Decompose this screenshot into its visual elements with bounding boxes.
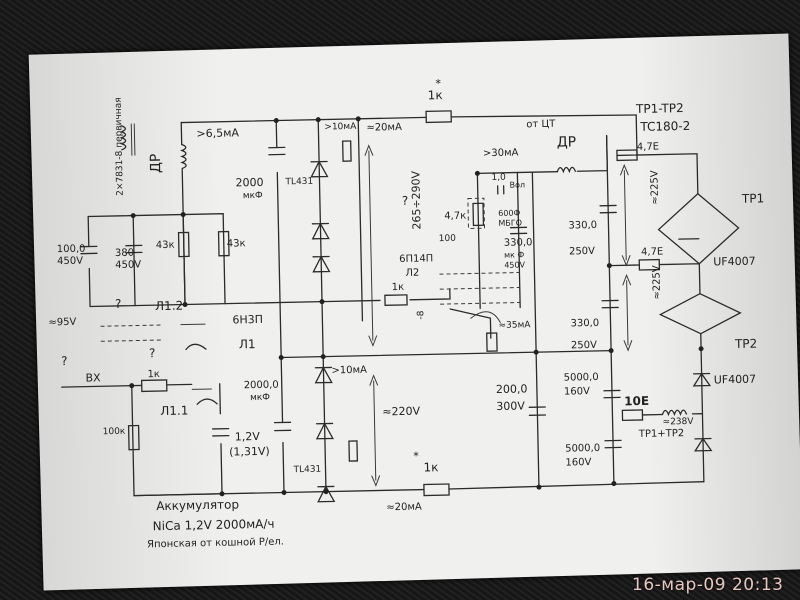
battery-note: Японская от кошной P/ел. — [147, 536, 284, 550]
c1-0-label: 1,0 — [491, 173, 506, 183]
question-mark-4: ? — [402, 194, 409, 208]
r47e-a-label: 4,7E — [637, 142, 659, 153]
battery-title: Аккумулятор — [156, 497, 239, 513]
r47e-b-label: 4,7E — [641, 246, 663, 257]
wires — [61, 114, 742, 497]
question-mark-1: ? — [115, 297, 122, 311]
uf4007-a-label: UF4007 — [713, 255, 756, 269]
c2000-bot-label: 2000,0 — [244, 380, 279, 392]
r47k-label: 4,7к — [444, 211, 466, 222]
current-10-bot-label: >10мА — [331, 365, 367, 377]
junction-dots — [129, 116, 704, 497]
tube-6p14p-label: 6П14П — [399, 253, 433, 265]
r43k-b-label: 43к — [227, 238, 246, 249]
arrows — [364, 144, 633, 487]
r10e-label: 10E — [624, 394, 649, 409]
question-mark-3: ? — [149, 346, 156, 360]
choke-dr-label: ДР — [557, 134, 577, 150]
c100-v-label: 450V — [57, 256, 83, 268]
labels: ДР 2×7831-8 первичная >6,5мА 2000 мкФ TL… — [48, 77, 764, 550]
current-30-label: >30мА — [483, 147, 519, 159]
v238-label: ≈238V — [663, 417, 695, 428]
batt-1-2v-label: 1,2V — [235, 430, 261, 444]
star-bot: * — [413, 450, 419, 463]
c200-label: 200,0 — [496, 382, 528, 396]
c2000-bot-unit: мкФ — [250, 393, 270, 403]
uf4007-b-label: UF4007 — [714, 373, 757, 387]
c330-top-v-label: 250V — [569, 246, 595, 258]
r100-label: 100 — [439, 234, 457, 244]
star-top: * — [435, 77, 441, 90]
tube-6n3p-label: 6Н3П — [232, 313, 263, 327]
v-minus8-label: -8 — [416, 310, 426, 319]
tube-l1-label: Л1 — [239, 337, 256, 351]
l11-label: Л1.1 — [160, 403, 188, 418]
r1k-top-label: 1к — [428, 88, 443, 102]
tp1-label: TP1 — [741, 191, 764, 205]
c330-mid-v-label: 250V — [571, 340, 597, 352]
current-35-label: ≈35мА — [498, 320, 531, 331]
r1k-mid-label: 1к — [392, 282, 405, 293]
tr-model-label: TC180-2 — [639, 119, 690, 134]
in95-label: ≈95V — [48, 317, 76, 329]
transformers-chokes — [119, 123, 688, 417]
c380-label: 380 — [115, 248, 134, 259]
current-10-top-label: >10мА — [324, 122, 357, 133]
c330-tube-v-label: 450V — [504, 260, 525, 269]
tl431-top-label: TL431 — [284, 177, 313, 188]
r100k-label: 100к — [103, 427, 126, 437]
c2000-top-label: 2000 — [235, 176, 263, 190]
v225-b-label: ≈225V — [651, 265, 663, 300]
c5000-a-v-label: 160V — [564, 386, 590, 398]
c380-v-label: 450V — [115, 259, 141, 271]
v220-label: ≈220V — [382, 405, 420, 419]
tube-l2-label: Л2 — [405, 268, 419, 279]
current-20-top-label: ≈20мА — [366, 122, 402, 134]
photo-timestamp: 16-мар-09 20:13 — [632, 575, 784, 595]
choke-primary-label: 2×7831-8 первичная — [114, 97, 126, 196]
c600-label: 600Ф — [498, 208, 520, 217]
resistors — [127, 110, 661, 497]
c1-0-v-label: Вол — [510, 180, 526, 189]
capacitors — [80, 146, 622, 449]
c5000-a-label: 5000,0 — [564, 372, 599, 384]
question-mark-2: ? — [61, 354, 68, 368]
c200-v-label: 300V — [496, 399, 525, 413]
battery-spec: NiCa 1,2V 2000мА/ч — [153, 517, 275, 534]
batt-1-31v-label: (1,31V) — [229, 445, 270, 459]
c2000-top-unit: мкФ — [243, 191, 263, 201]
current-20-bot-label: ≈20мА — [386, 502, 422, 514]
r1k-in-label: 1к — [147, 369, 160, 380]
current-65-label: >6,5мА — [196, 126, 239, 140]
tl431-bot-label: TL431 — [292, 465, 321, 476]
c330-tube-label: 330,0 — [504, 237, 533, 249]
tr-title-label: TP1-TP2 — [635, 101, 684, 116]
from-ct-label: от ЦТ — [526, 119, 556, 131]
r43k-a-label: 43к — [156, 240, 175, 251]
c600-b-label: МБГО — [498, 218, 522, 227]
v265-label: 265÷290V — [409, 170, 423, 229]
tubes — [100, 197, 521, 405]
diodes-zeners — [310, 160, 713, 503]
c330-tube-b-label: мк Ф — [504, 250, 525, 259]
v225-a-label: ≈225V — [649, 170, 661, 205]
c100-label: 100,0 — [57, 244, 86, 256]
c5000-b-v-label: 160V — [565, 457, 591, 469]
r1k-bot-label: 1к — [423, 460, 438, 474]
c5000-b-label: 5000,0 — [565, 443, 600, 455]
c330-top-label: 330,0 — [568, 220, 597, 232]
tp2-label: TP2 — [734, 337, 757, 351]
l12-label: Л1.2 — [155, 299, 183, 314]
choke-top-label: ДР — [148, 154, 164, 174]
bx-label: ВХ — [85, 371, 101, 384]
tr-sum-label: TP1+TP2 — [638, 428, 685, 440]
c330-mid-label: 330,0 — [570, 318, 599, 330]
